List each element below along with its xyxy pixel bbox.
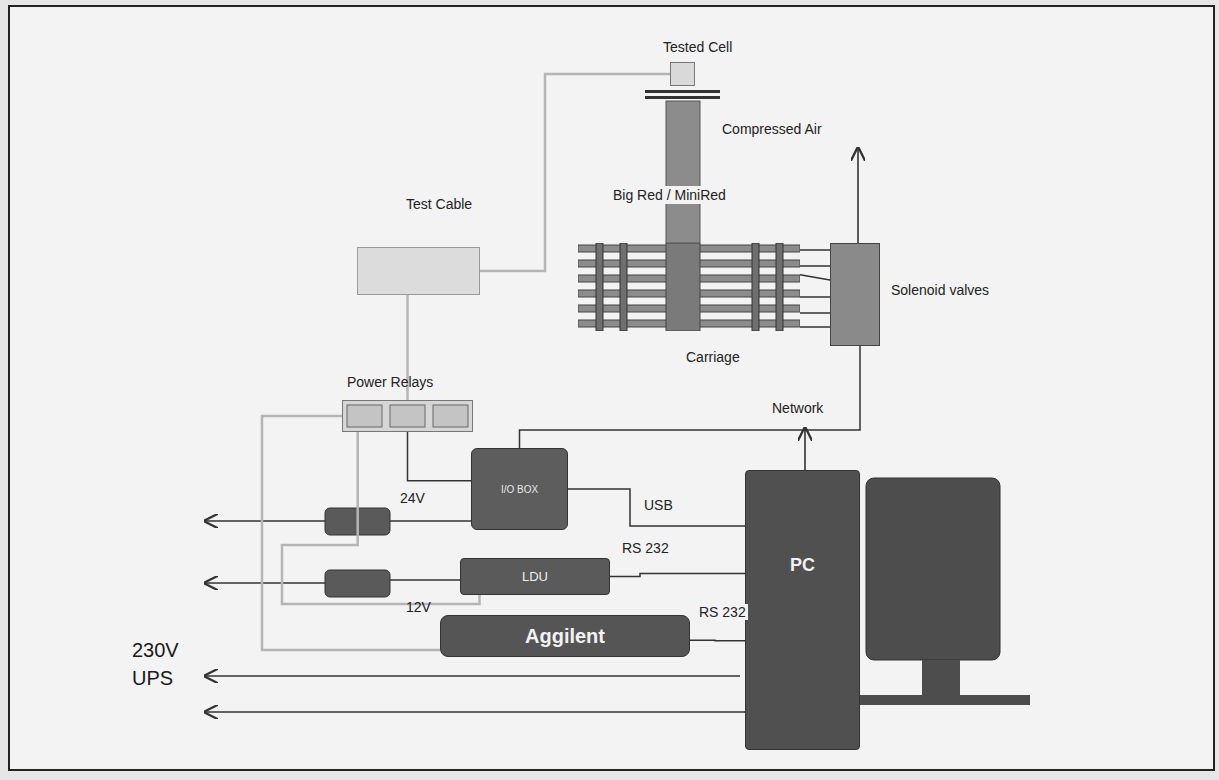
mains-arrows bbox=[205, 521, 745, 712]
power-supply-12v bbox=[325, 570, 390, 597]
air-arrow bbox=[857, 148, 859, 243]
pc-box: PC bbox=[745, 470, 860, 750]
monitor-base bbox=[860, 695, 1030, 705]
box-label: LDU bbox=[522, 569, 548, 584]
ldu-box: LDU bbox=[460, 558, 610, 595]
voltage-label: 24V bbox=[400, 490, 425, 506]
mains-label: 230V UPS bbox=[132, 636, 196, 692]
wire bbox=[390, 520, 471, 522]
box-label: Aggilent bbox=[525, 625, 605, 648]
tested-cell: Tested Cell bbox=[670, 62, 695, 86]
connector bbox=[690, 639, 745, 641]
connector bbox=[610, 574, 745, 577]
solenoid-valves: Solenoid valves bbox=[830, 243, 880, 346]
network-label: Network bbox=[772, 400, 823, 416]
press-label: Big Red / MiniRed bbox=[610, 186, 729, 204]
voltage-label: 12V bbox=[406, 599, 431, 615]
signal-label: RS 232 bbox=[697, 604, 748, 620]
signal-label: USB bbox=[642, 497, 675, 513]
signal-label: RS 232 bbox=[620, 540, 671, 556]
box-heading: Test Cable bbox=[406, 196, 472, 212]
plate bbox=[645, 90, 720, 93]
box-heading: Tested Cell bbox=[663, 39, 732, 55]
connector bbox=[520, 346, 861, 448]
connector bbox=[408, 432, 472, 481]
connector bbox=[568, 489, 745, 526]
connector bbox=[282, 432, 480, 604]
box-heading: Solenoid valves bbox=[891, 282, 989, 298]
box-heading: Power Relays bbox=[347, 374, 433, 390]
box-label: PC bbox=[790, 555, 815, 576]
connector bbox=[480, 74, 670, 271]
test-cable-box: Test Cable bbox=[357, 247, 480, 295]
relay-cells bbox=[343, 401, 472, 431]
air-lines bbox=[800, 250, 830, 327]
carriage: Carriage bbox=[578, 243, 800, 331]
network-arrow bbox=[804, 428, 806, 470]
box-label: I/O BOX bbox=[501, 484, 538, 495]
aggilent-box: Aggilent bbox=[440, 615, 690, 657]
plate bbox=[645, 96, 720, 99]
air-label: Compressed Air bbox=[722, 121, 822, 137]
connector bbox=[262, 416, 440, 650]
power-relays: Power Relays bbox=[342, 400, 473, 432]
monitor bbox=[866, 478, 1000, 660]
carriage-rack bbox=[578, 243, 800, 331]
io-box: I/O BOX bbox=[471, 448, 568, 530]
monitor-stand bbox=[922, 660, 960, 696]
press-column bbox=[666, 101, 700, 243]
wire bbox=[390, 579, 460, 581]
box-heading: Carriage bbox=[686, 349, 740, 365]
connector bbox=[800, 275, 830, 280]
